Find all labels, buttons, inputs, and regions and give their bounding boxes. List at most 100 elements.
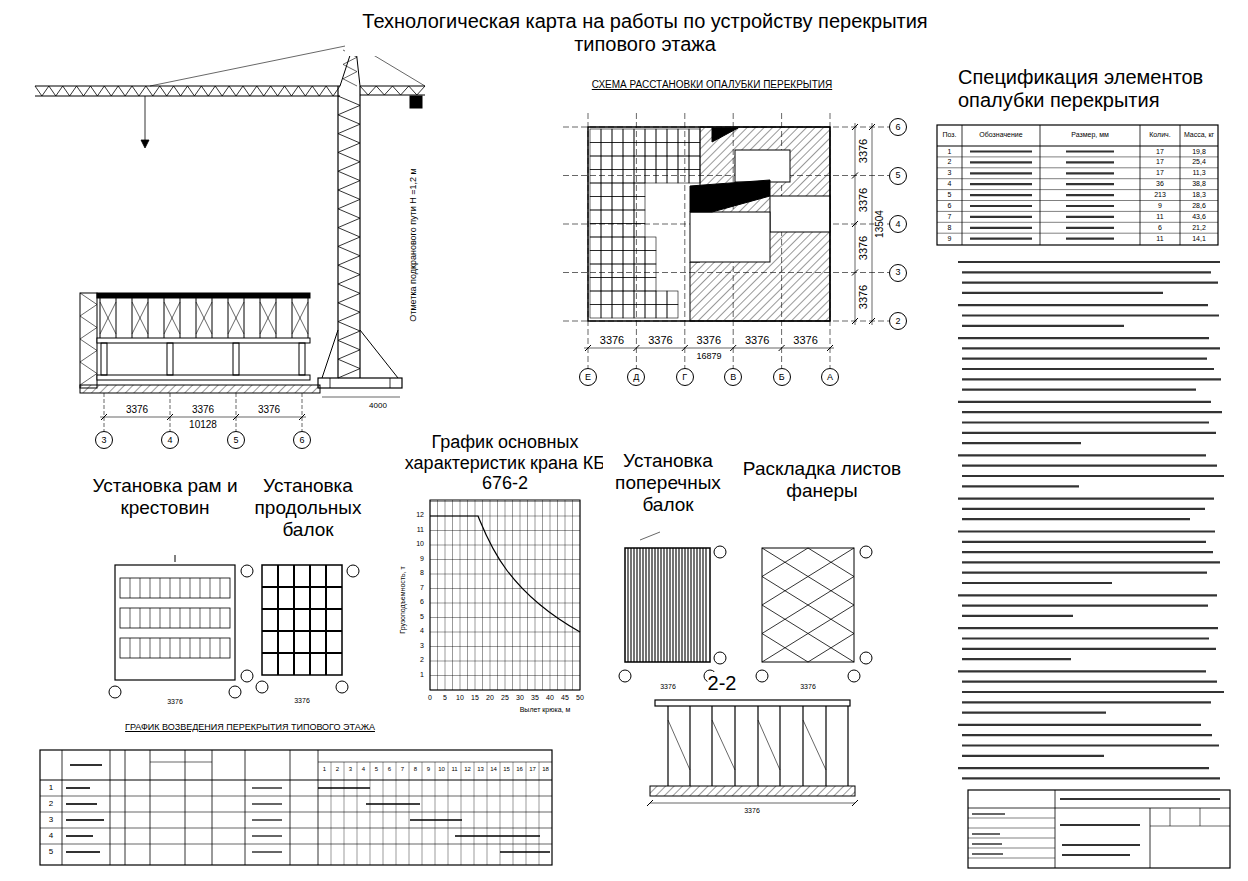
- line-segment: [430, 574, 580, 575]
- outline-rect: [689, 170, 700, 184]
- drawing-label: 2: [49, 799, 53, 808]
- outline-rect: [937, 125, 1218, 245]
- drawing-label: 50: [576, 694, 584, 702]
- outline-rect: [634, 278, 645, 292]
- line-segment: [958, 498, 1214, 500]
- axis-bubble: 5: [889, 167, 907, 185]
- line-segment: [962, 432, 1216, 434]
- drawing-label: 19,8: [1192, 148, 1206, 156]
- outline-rect: [430, 500, 580, 690]
- outline-rect: [634, 183, 645, 197]
- line-segment: [852, 318, 858, 324]
- outline-rect: [612, 278, 623, 292]
- outline-rect: [612, 129, 623, 143]
- line-segment: [572, 500, 573, 690]
- drawing-label: Установка поперечных балок: [603, 450, 733, 516]
- axis-bubble: 4: [161, 431, 179, 449]
- line-segment: [869, 124, 875, 130]
- outline-rect: [588, 127, 830, 321]
- line-segment: [35, 95, 340, 96]
- line-segment: [228, 302, 244, 334]
- drawing-label: 2: [336, 766, 339, 773]
- drawing-label: 25,4: [1192, 158, 1206, 166]
- truss-lattice: [80, 293, 97, 385]
- line-segment: [322, 330, 338, 378]
- line-segment: [958, 454, 1206, 456]
- drawing-label: 213: [1154, 191, 1166, 199]
- line-segment: [937, 178, 1218, 179]
- outline-rect: [634, 224, 645, 238]
- line-segment: [1066, 150, 1114, 152]
- line-segment: [302, 393, 303, 431]
- line-segment: [210, 578, 211, 598]
- line-segment: [958, 594, 1217, 596]
- outline-rect: [667, 305, 678, 319]
- drawing-label: 11: [1156, 235, 1163, 243]
- line-segment: [366, 803, 420, 804]
- drawing-label: 3376: [745, 334, 769, 347]
- line-segment: [150, 44, 355, 86]
- line-segment: [762, 634, 808, 663]
- drawing-label: 11,3: [1192, 169, 1205, 177]
- outline-rect: [233, 343, 239, 375]
- axis-bubble: [756, 670, 768, 682]
- line-segment: [970, 172, 1032, 174]
- outline-rect: [690, 212, 770, 262]
- axis-bubble: Г: [676, 368, 694, 386]
- drawing-label: 5: [49, 847, 53, 856]
- drawing-label: 4: [362, 766, 365, 773]
- line-segment: [150, 750, 151, 865]
- line-segment: [150, 762, 212, 763]
- outline-rect: [623, 210, 634, 224]
- plywood-layout-diagram: [756, 546, 872, 682]
- drawing-label: 3: [420, 642, 424, 650]
- axis-bubble: 5: [227, 431, 245, 449]
- drawing-label: 3376: [126, 404, 148, 416]
- line-segment: [66, 851, 100, 853]
- line-segment: [962, 755, 1104, 757]
- line-segment: [937, 189, 1218, 190]
- line-segment: [190, 638, 191, 658]
- drawing-label: 5: [420, 613, 424, 621]
- outline-rect: [623, 170, 634, 184]
- line-segment: [460, 500, 461, 690]
- line-segment: [762, 605, 808, 634]
- drawing-label: 30: [516, 694, 524, 702]
- drawing-label: 1: [948, 148, 952, 156]
- line-segment: [962, 292, 1163, 294]
- line-segment: [675, 548, 676, 662]
- line-segment: [422, 762, 423, 865]
- axis-bubble: Д: [627, 368, 645, 386]
- line-segment: [359, 86, 360, 378]
- outline-rect: [120, 578, 230, 598]
- axis-bubble: [241, 670, 253, 682]
- line-segment: [1066, 238, 1114, 240]
- outline-rect: [689, 143, 700, 157]
- line-segment: [430, 646, 580, 647]
- drawing-label: 7: [420, 584, 424, 592]
- axis-letter: 2: [895, 317, 900, 326]
- line-segment: [1062, 854, 1130, 856]
- line-segment: [318, 787, 370, 788]
- outline-rect: [590, 210, 601, 224]
- line-segment: [262, 652, 342, 654]
- line-segment: [962, 475, 1224, 477]
- line-segment: [962, 701, 1211, 703]
- outline-rect: [120, 608, 230, 628]
- line-segment: [430, 559, 580, 560]
- outline-rect: [634, 251, 645, 265]
- outline-rect: [612, 251, 623, 265]
- outline-rect: [612, 224, 623, 238]
- line-segment: [1150, 808, 1151, 868]
- drawing-label: Вылет крюка, м: [520, 706, 571, 714]
- drawing-label: 1: [49, 783, 53, 792]
- line-segment: [228, 302, 244, 334]
- drawing-label: Размер, мм: [1071, 131, 1109, 139]
- line-segment: [445, 500, 446, 690]
- line-segment: [958, 724, 1201, 726]
- line-segment: [448, 762, 449, 865]
- line-segment: [666, 548, 667, 662]
- drawing-label: 43,6: [1192, 213, 1206, 221]
